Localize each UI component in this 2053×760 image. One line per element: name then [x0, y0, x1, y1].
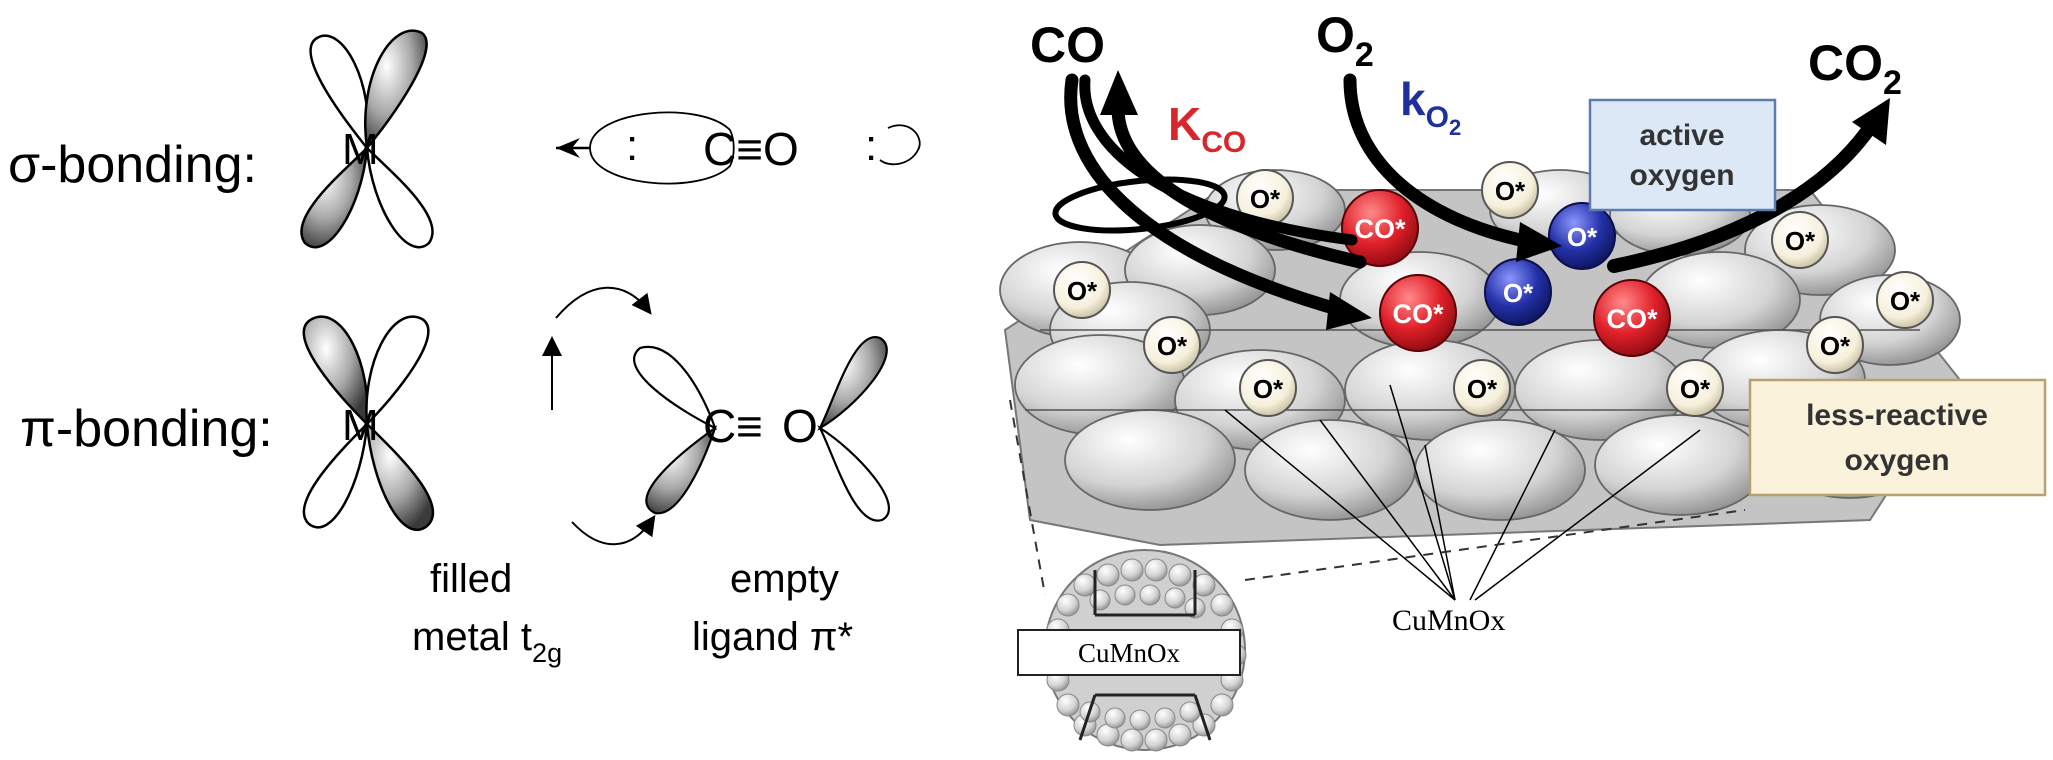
k-o2-text: k	[1400, 73, 1426, 125]
filled-label-subscript: 2g	[532, 638, 562, 668]
active-oxygen-sites: O* O*	[1484, 202, 1616, 326]
o-star-site	[1453, 359, 1511, 417]
k-co-subscript: CO	[1201, 126, 1246, 159]
co2-product-text: CO	[1808, 35, 1883, 91]
o2-reactant-text: O	[1316, 7, 1355, 63]
less-reactive-oxygen-sites: O* O* O* O* O* O* O* O* O* O*	[1053, 161, 1934, 417]
cumnox-surface-label: CuMnOx	[1392, 604, 1505, 637]
active-o-star-label: O*	[1567, 222, 1598, 252]
o-star-label: O*	[1250, 184, 1281, 214]
co-adsorption-arrow-outer-head	[1326, 292, 1372, 330]
active-oxygen-line1: active	[1639, 119, 1724, 152]
sigma-metal-symbol: M	[342, 125, 379, 174]
o-star-site	[1239, 359, 1297, 417]
o-star-site	[1806, 316, 1864, 374]
o-star-label: O*	[1467, 374, 1498, 404]
co-star-label: CO*	[1606, 304, 1658, 334]
zoom-dashed-lines	[1009, 399, 1746, 596]
o-star-label: O*	[1067, 276, 1098, 306]
carbon-pi-star-orbital	[633, 345, 718, 515]
filled-label-text: metal t	[412, 615, 532, 659]
empty-label-line2: ligand π*	[692, 615, 853, 659]
k-o2-rate-label: kO2	[1400, 73, 1461, 140]
sigma-bonding-panel: σ-bonding: M : C≡O :	[8, 29, 921, 249]
o-star-label: O*	[1495, 176, 1526, 206]
o2-reactant-subscript: 2	[1355, 36, 1374, 74]
co2-release-arrow-head	[1852, 98, 1890, 145]
filled-label-line1: filled	[430, 557, 512, 601]
active-oxygen-line2: oxygen	[1629, 159, 1734, 192]
empty-label-line1: empty	[730, 557, 839, 601]
cumnox-leader-lines	[1224, 384, 1701, 601]
co-desorption-arrow	[1111, 103, 1367, 269]
sigma-metal-d-orbital	[300, 29, 434, 249]
active-oxygen-callout: active oxygen	[1588, 98, 1777, 212]
carbon-lone-pair-lobe	[589, 111, 735, 185]
co-desorption-arrow-head	[1100, 70, 1138, 115]
adsorbed-co-sites: CO* CO* CO*	[1341, 189, 1671, 357]
o-star-site	[1053, 261, 1111, 319]
active-o-star-site	[1548, 202, 1616, 270]
carbon-lone-pair: :	[626, 121, 638, 170]
oxygen-lone-pair-lobe	[879, 124, 921, 166]
pi-carbonyl-triple-bond: ≡	[736, 400, 763, 452]
cumnox-nanoparticle: CuMnOx	[1017, 549, 1247, 752]
less-reactive-line1: less-reactive	[1806, 399, 1988, 432]
less-reactive-line2: oxygen	[1844, 444, 1949, 477]
active-o-star-label: O*	[1503, 278, 1534, 308]
pi-metal-symbol: M	[342, 401, 379, 450]
k-o2-subscript: O	[1426, 101, 1449, 134]
k-co-rate-label: KCO	[1168, 98, 1246, 159]
co-star-label: CO*	[1392, 299, 1444, 329]
co2-product-subscript: 2	[1883, 64, 1902, 102]
k-co-text: K	[1168, 98, 1201, 150]
o-star-site	[1143, 316, 1201, 374]
catalyst-mechanism-panel: O* O* O* O* O* O* O* O* O* O* CO* CO	[999, 7, 2047, 752]
o-star-label: O*	[1820, 331, 1851, 361]
sigma-donation-arrow-head	[556, 138, 580, 158]
co-adsorption-arrow-outer	[1064, 73, 1347, 317]
o-star-label: O*	[1890, 286, 1921, 316]
pi-metal-d-orbital	[302, 315, 435, 531]
nanoparticle-label: CuMnOx	[1078, 638, 1181, 668]
nanoparticle-label-box	[1017, 629, 1241, 676]
o2-reactant-label: O2	[1316, 7, 1374, 74]
less-reactive-oxygen-callout: less-reactive oxygen	[1748, 378, 2047, 497]
co-star-site	[1341, 189, 1419, 267]
co-star-label: CO*	[1354, 214, 1406, 244]
co-equilibrium-loop	[1052, 176, 1228, 234]
o-star-label: O*	[1253, 374, 1284, 404]
o-star-label: O*	[1680, 374, 1711, 404]
o-star-site	[1876, 271, 1934, 329]
reaction-arrows	[1052, 70, 1890, 330]
active-oxygen-box	[1588, 98, 1777, 212]
o-star-label: O*	[1157, 331, 1188, 361]
o-star-site	[1771, 211, 1829, 269]
pi-backdonation-arrow-top	[555, 286, 652, 319]
co-star-site	[1379, 274, 1457, 352]
pi-backdonation-arrow-bottom	[571, 515, 656, 546]
less-reactive-oxygen-box	[1748, 378, 2047, 497]
co-star-site	[1593, 279, 1671, 357]
pi-bonding-panel: π-bonding: M C ≡ O filled metal t2g empt…	[20, 286, 890, 668]
o-star-label: O*	[1785, 226, 1816, 256]
k-o2-subscript-2: 2	[1449, 115, 1461, 140]
pi-carbonyl-oxygen: O	[782, 400, 818, 452]
oxygen-lone-pair: :	[865, 121, 877, 170]
o2-adsorption-arrow-head	[1516, 222, 1562, 262]
o-star-site	[1666, 359, 1724, 417]
pi-carbonyl-carbon: C	[703, 400, 736, 452]
o-star-site	[1481, 161, 1539, 219]
filled-label-line2: metal t2g	[412, 615, 562, 668]
pi-bonding-label: π-bonding:	[20, 400, 273, 458]
sigma-carbonyl-formula: C≡O	[703, 123, 799, 175]
co-reactant-label: CO	[1030, 17, 1105, 73]
o2-adsorption-arrow	[1343, 73, 1537, 249]
oxygen-pi-star-orbital	[817, 336, 890, 522]
sigma-bonding-label: σ-bonding:	[8, 136, 257, 194]
co2-product-label: CO2	[1808, 35, 1902, 102]
